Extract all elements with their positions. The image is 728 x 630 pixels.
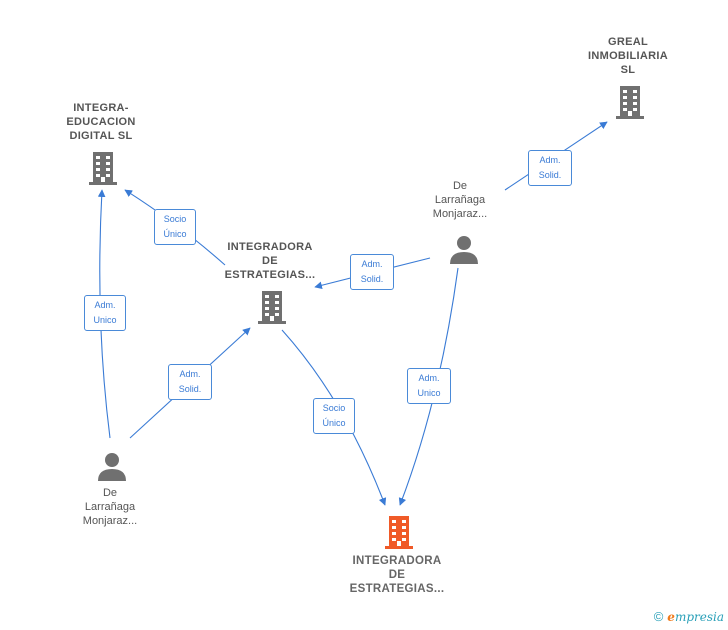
person-label-left[interactable]: De Larrañaga Monjaraz... (82, 487, 138, 527)
edge-label-adm-unico-left[interactable]: Adm. Unico (84, 295, 126, 331)
company-label-greal[interactable]: GREAL INMOBILIARIA SL (588, 36, 668, 76)
person-icon[interactable] (448, 233, 480, 265)
edge-label-adm-unico-right[interactable]: Adm. Unico (407, 368, 451, 404)
edge-label-adm-solid-mid[interactable]: Adm. Solid. (350, 254, 394, 290)
brand-logo: empresia (667, 609, 724, 624)
edge-label-socio-unico-top[interactable]: Socio Único (154, 209, 196, 245)
building-icon[interactable] (614, 84, 646, 120)
building-icon-highlighted[interactable] (383, 514, 415, 550)
edge-label-adm-solid-greal[interactable]: Adm. Solid. (528, 150, 572, 186)
company-label-integradora-main[interactable]: INTEGRADORA DE ESTRATEGIAS... (349, 555, 445, 595)
edge-label-socio-unico-main[interactable]: Socio Único (313, 398, 355, 434)
edge-label-adm-solid-left[interactable]: Adm. Solid. (168, 364, 212, 400)
building-icon[interactable] (87, 150, 119, 186)
company-label-integradora-top[interactable]: INTEGRADORA DE ESTRATEGIAS... (224, 241, 316, 281)
building-icon[interactable] (256, 289, 288, 325)
person-label-right[interactable]: De Larrañaga Monjaraz... (432, 180, 488, 220)
footer-brand[interactable]: © empresia (654, 609, 724, 624)
copyright-icon: © (653, 609, 664, 624)
company-label-integra-educacion[interactable]: INTEGRA- EDUCACION DIGITAL SL (66, 102, 136, 142)
person-icon[interactable] (96, 450, 128, 482)
